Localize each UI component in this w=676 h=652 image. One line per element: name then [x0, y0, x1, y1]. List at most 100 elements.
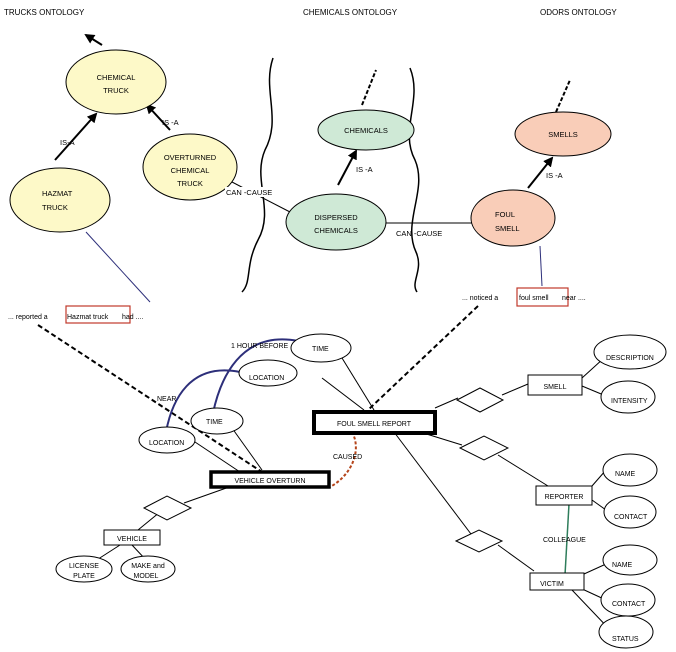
victim-relationship-diamond	[454, 529, 504, 553]
foul-smell-label-2: SMELL	[495, 224, 520, 233]
reporter-entity	[535, 485, 593, 506]
chemicals-concept	[317, 109, 415, 151]
overturn-vehicle-rel-line	[183, 485, 233, 504]
license-plate-attribute	[55, 555, 113, 583]
location-lower-label: LOCATION	[149, 440, 184, 447]
hazmat-truck-label-1: HAZMAT	[42, 189, 73, 198]
near-arc	[165, 369, 241, 433]
victim-entity	[529, 572, 585, 591]
dispersed-label-1: DISPERSED	[314, 213, 358, 222]
dispersed-chemicals-concept	[285, 193, 387, 251]
reporter-name-attribute	[602, 453, 658, 487]
description-label: DESCRIPTION	[606, 355, 654, 362]
is-a-arrow-dispersed	[337, 149, 357, 186]
foul-smell-text-link	[539, 245, 543, 287]
left-snippet-after: had ....	[122, 314, 143, 321]
near-label: NEAR	[157, 396, 176, 403]
chemicals-dashed-up	[361, 69, 377, 106]
chemicals-odors-separator	[408, 67, 420, 293]
intensity-label: INTENSITY	[611, 398, 648, 405]
victim-contact-label: CONTACT	[612, 601, 646, 608]
victim-name-line	[583, 563, 607, 575]
right-snippet-before: ... noticed a	[462, 295, 498, 302]
time-upper-line	[341, 357, 375, 411]
license-label-1: LICENSE	[69, 563, 99, 570]
reporter-contact-label: CONTACT	[614, 514, 648, 521]
reporter-rel-line	[497, 454, 549, 487]
time-attribute-upper	[290, 333, 352, 363]
hazmat-truck-concept	[9, 167, 111, 233]
time-lower-label: TIME	[206, 419, 223, 426]
is-a-arrow-foul	[527, 156, 554, 189]
caused-label: CAUSED	[333, 454, 362, 461]
victim-contact-attribute	[600, 583, 656, 617]
one-hour-before-arc	[212, 338, 299, 414]
chemicals-ontology-title: CHEMICALS ONTOLOGY	[303, 8, 398, 17]
is-a-arrow-overturned	[145, 103, 171, 131]
vehicle-relationship-diamond	[142, 495, 193, 521]
chemical-truck-concept	[65, 49, 167, 115]
reporter-contact-attribute	[603, 495, 657, 529]
hazmat-text-link	[85, 231, 151, 303]
location-upper-label: LOCATION	[249, 375, 284, 382]
vehicle-label: VEHICLE	[117, 536, 147, 543]
victim-name-label: NAME	[612, 562, 633, 569]
can-cause-label-1: CAN -CAUSE	[226, 188, 272, 197]
hazmat-to-vehicle-overturn-link	[37, 324, 263, 473]
smells-label: SMELLS	[548, 130, 578, 139]
can-cause-label-bg-1	[225, 187, 279, 197]
hazmat-highlight-box	[65, 305, 131, 324]
smell-entity	[527, 374, 583, 396]
chemical-truck-label-2: TRUCK	[103, 86, 129, 95]
make-label-2: MODEL	[134, 573, 159, 580]
vehicle-rel-line	[137, 511, 161, 531]
time-attribute-lower	[190, 407, 244, 435]
is-a-label-2: IS -A	[162, 118, 179, 127]
right-snippet-highlight: foul smell	[519, 295, 549, 302]
make-model-attribute	[120, 555, 176, 583]
make-label-1: MAKE and	[131, 563, 165, 570]
odors-ontology-title: ODORS ONTOLOGY	[540, 8, 617, 17]
right-snippet-after: near ....	[562, 295, 586, 302]
smell-relationship-diamond	[455, 387, 505, 413]
caused-arc	[329, 431, 357, 488]
smell-label: SMELL	[544, 384, 567, 391]
time-upper-label: TIME	[312, 346, 329, 353]
foul-smell-label-1: FOUL	[495, 210, 515, 219]
overturned-chemical-truck-concept	[142, 133, 238, 201]
report-smell-line	[434, 397, 459, 409]
vehicle-overturn-label: VEHICLE OVERTURN	[234, 478, 305, 485]
description-attribute	[593, 334, 667, 370]
is-a-arrow-upward	[84, 33, 103, 46]
victim-label: VICTIM	[540, 581, 564, 588]
license-label-2: PLATE	[73, 573, 95, 580]
left-snippet-highlight: Hazmat truck	[67, 314, 109, 321]
left-snippet-before: ... reported a	[8, 314, 48, 321]
victim-name-attribute	[602, 544, 658, 576]
colleague-link	[564, 503, 570, 576]
vehicle-entity	[103, 529, 161, 546]
colleague-label: COLLEAGUE	[543, 537, 586, 544]
foul-smell-highlight-box	[516, 287, 569, 307]
time-lower-line	[231, 427, 263, 471]
location-upper-line	[321, 377, 365, 411]
chemicals-label: CHEMICALS	[344, 126, 388, 135]
is-a-label-4: IS -A	[546, 171, 563, 180]
can-cause-label-2: CAN -CAUSE	[396, 229, 442, 238]
trucks-chemicals-separator	[241, 57, 274, 293]
foul-smell-to-report-link	[367, 305, 479, 411]
intensity-attribute	[600, 380, 656, 414]
one-hour-before-label: 1 HOUR BEFORE	[231, 343, 289, 350]
overturned-label-1: OVERTURNED	[164, 153, 217, 162]
smells-dashed-up	[555, 79, 571, 113]
hazmat-truck-label-2: TRUCK	[42, 203, 68, 212]
report-victim-rel-line	[393, 431, 475, 539]
foul-smell-report-entity	[312, 410, 437, 435]
smells-concept	[514, 111, 612, 157]
chemical-truck-label-1: CHEMICAL	[97, 73, 136, 82]
status-attribute	[598, 615, 654, 649]
smell-rel-line	[501, 383, 529, 396]
foul-smell-report-label: FOUL SMELL REPORT	[337, 421, 412, 428]
reporter-name-label: NAME	[615, 471, 636, 478]
